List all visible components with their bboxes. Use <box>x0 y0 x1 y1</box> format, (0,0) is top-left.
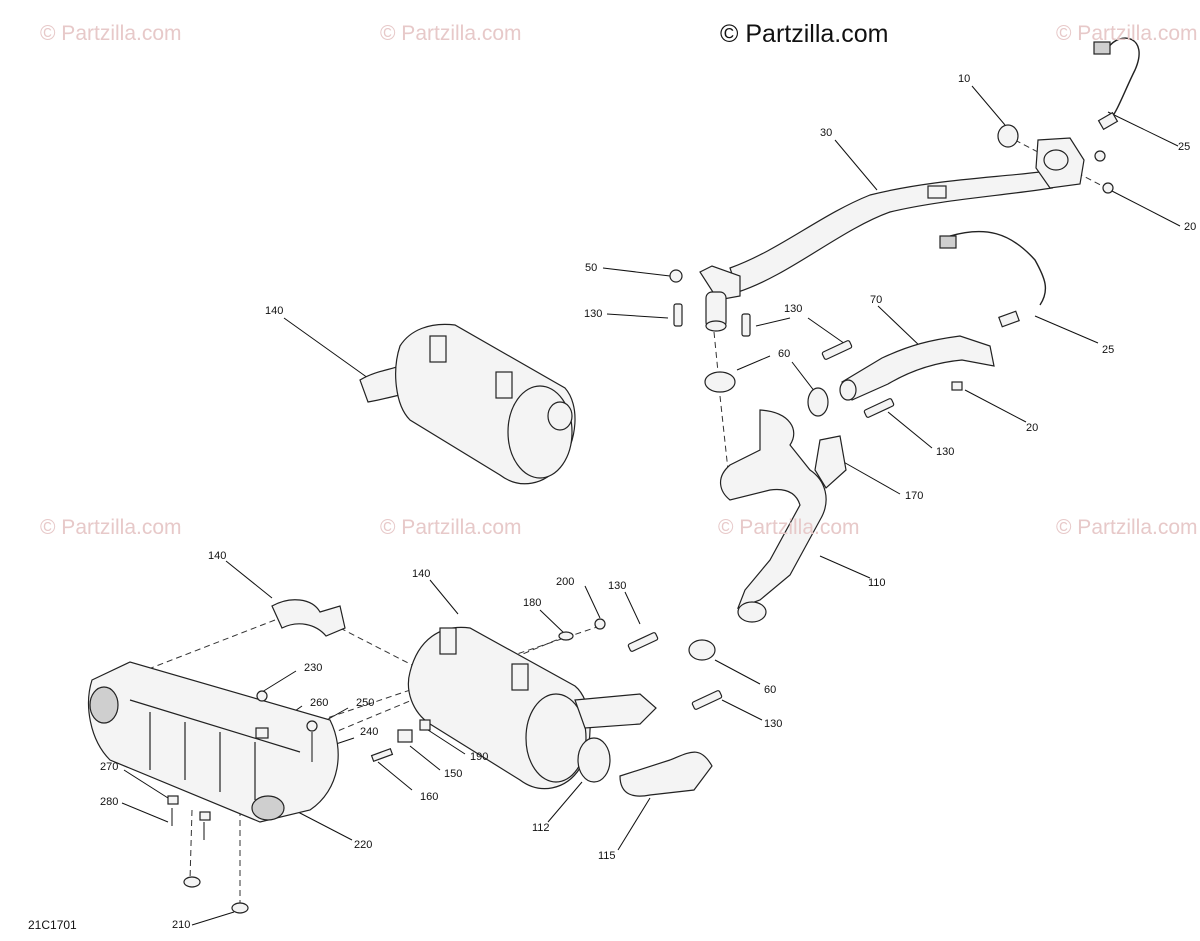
watermark: © Partzilla.com <box>1056 22 1198 45</box>
oxygen-sensor-25-second <box>939 230 1047 328</box>
callout-140: 140 <box>265 305 284 317</box>
callout-140: 140 <box>208 550 227 562</box>
callout-150: 150 <box>444 768 463 780</box>
callout-130: 130 <box>936 446 955 458</box>
header-pipe-30 <box>699 171 1054 332</box>
springs-130-top <box>673 303 895 418</box>
callout-270: 270 <box>100 761 119 773</box>
brand-label: © Partzilla.com <box>720 20 889 48</box>
pipe-115 <box>619 751 713 797</box>
callout-130: 130 <box>764 718 783 730</box>
callout-25: 25 <box>1178 141 1191 153</box>
callout-180: 180 <box>523 597 542 609</box>
callout-130: 130 <box>584 308 603 320</box>
watermark: © Partzilla.com <box>718 516 860 539</box>
oxygen-sensor-25-top <box>1093 37 1140 131</box>
callout-130: 130 <box>784 303 803 315</box>
callout-200: 200 <box>556 576 575 588</box>
callout-60: 60 <box>778 348 791 360</box>
watermark: © Partzilla.com <box>40 516 182 539</box>
muffler-140-bottom <box>407 626 657 790</box>
gasket-60-top <box>704 371 736 393</box>
small-hardware <box>167 618 606 914</box>
callout-240: 240 <box>360 726 379 738</box>
callout-60: 60 <box>764 684 777 696</box>
callout-220: 220 <box>354 839 373 851</box>
nut-20-top <box>1094 150 1114 194</box>
clamp-112 <box>577 737 611 783</box>
drawing-code: 21C1701 <box>28 918 77 932</box>
callout-160: 160 <box>420 791 439 803</box>
header-flange <box>997 124 1085 189</box>
callout-70: 70 <box>870 294 883 306</box>
callout-250: 250 <box>356 697 375 709</box>
callout-190: 190 <box>470 751 489 763</box>
callout-112: 112 <box>532 822 550 834</box>
callout-230: 230 <box>304 662 323 674</box>
washer-50 <box>669 269 683 283</box>
callout-260: 260 <box>310 697 329 709</box>
callout-210: 210 <box>172 919 191 931</box>
springs-130-lower <box>627 632 723 710</box>
callout-110: 110 <box>868 577 886 589</box>
heat-shield-220 <box>87 661 339 823</box>
callout-20: 20 <box>1026 422 1039 434</box>
callout-170: 170 <box>905 490 924 502</box>
nut-20-second <box>951 381 963 391</box>
gasket-60-lower <box>688 639 716 661</box>
muffler-140-top <box>359 323 576 485</box>
callout-20: 20 <box>1184 221 1197 233</box>
tailpipe-140 <box>271 599 346 637</box>
callout-130: 130 <box>608 580 627 592</box>
callout-280: 280 <box>100 796 119 808</box>
callout-115: 115 <box>598 850 616 862</box>
watermark: © Partzilla.com <box>1056 516 1198 539</box>
callout-10: 10 <box>958 73 971 85</box>
pipe-70 <box>839 335 995 401</box>
watermark: © Partzilla.com <box>40 22 182 45</box>
callout-25: 25 <box>1102 344 1115 356</box>
watermark: © Partzilla.com <box>380 22 522 45</box>
watermark: © Partzilla.com <box>380 516 522 539</box>
callout-50: 50 <box>585 262 598 274</box>
callout-30: 30 <box>820 127 833 139</box>
y-pipe-110 <box>720 409 847 623</box>
gasket-60-mid <box>807 387 829 417</box>
callout-140: 140 <box>412 568 431 580</box>
